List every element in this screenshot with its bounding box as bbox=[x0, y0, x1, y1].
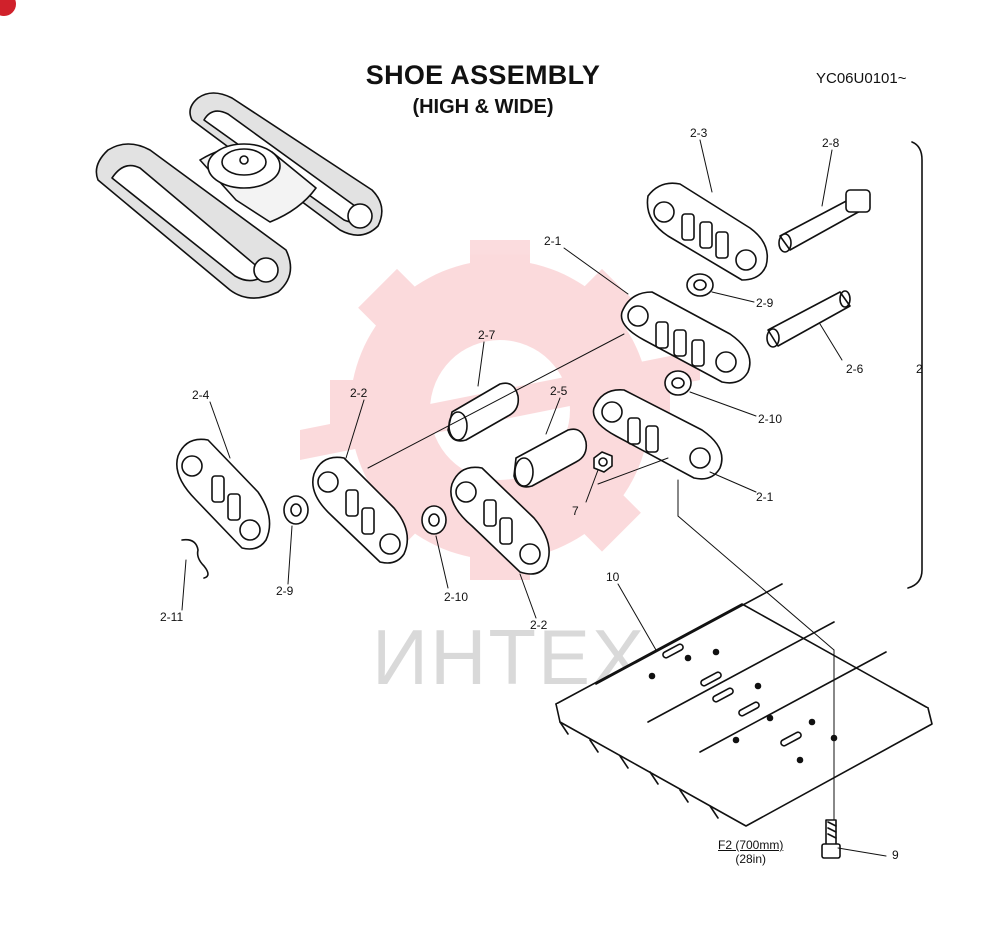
link-2-1-upper bbox=[620, 291, 751, 384]
nut-7 bbox=[593, 451, 613, 473]
page-title: SHOE ASSEMBLY bbox=[365, 60, 601, 90]
label-2-1-lower: 2-1 bbox=[756, 490, 774, 504]
label-2-10-right: 2-10 bbox=[758, 412, 783, 426]
bushing-2-5 bbox=[513, 428, 588, 488]
label-2-9-top: 2-9 bbox=[756, 296, 774, 310]
pin-2-6 bbox=[766, 290, 851, 348]
label-10: 10 bbox=[606, 570, 620, 584]
label-2-6: 2-6 bbox=[846, 362, 864, 376]
shoe-size-in: (28in) bbox=[735, 852, 767, 866]
bolt-9 bbox=[821, 819, 841, 859]
washer-2-10-left bbox=[421, 505, 447, 535]
label-2-2-center: 2-2 bbox=[530, 618, 548, 632]
label-2-9-left: 2-9 bbox=[276, 584, 294, 598]
model-code: YC06U0101~ bbox=[816, 70, 907, 87]
label-2-2-left: 2-2 bbox=[350, 386, 368, 400]
bushing-2-7 bbox=[447, 382, 520, 442]
washer-2-9-top bbox=[686, 273, 714, 297]
label-2-11: 2-11 bbox=[160, 610, 184, 624]
label-2-1-upper: 2-1 bbox=[544, 234, 562, 248]
shoe-size-note: F2 (700mm) (28in) bbox=[718, 838, 783, 866]
label-2-10-left: 2-10 bbox=[444, 590, 469, 604]
link-2-1-lower bbox=[592, 389, 723, 480]
link-2-2-left bbox=[312, 456, 409, 564]
label-2: 2 bbox=[916, 362, 923, 376]
link-2-4 bbox=[176, 438, 271, 550]
undercarriage-thumbnail bbox=[95, 92, 383, 299]
label-2-8: 2-8 bbox=[822, 136, 840, 150]
washer-2-9-left bbox=[283, 495, 309, 525]
assembly-bracket bbox=[907, 141, 923, 589]
label-2-4: 2-4 bbox=[192, 388, 210, 402]
label-2-5: 2-5 bbox=[550, 384, 568, 398]
pin-2-8 bbox=[778, 189, 871, 253]
clip-2-11 bbox=[181, 538, 209, 579]
link-2-2-center bbox=[450, 466, 550, 575]
label-2-3: 2-3 bbox=[690, 126, 708, 140]
page-subtitle: (HIGH & WIDE) bbox=[412, 96, 554, 118]
label-2-7: 2-7 bbox=[478, 328, 496, 342]
corner-badge bbox=[0, 0, 16, 16]
shoe-size-mm: F2 (700mm) bbox=[718, 838, 784, 852]
link-2-3 bbox=[646, 182, 769, 281]
leader-lines bbox=[181, 139, 887, 857]
label-9: 9 bbox=[892, 848, 899, 862]
shoe-plate-10 bbox=[555, 583, 933, 827]
washer-2-10-right bbox=[664, 370, 692, 396]
label-7: 7 bbox=[572, 504, 579, 518]
